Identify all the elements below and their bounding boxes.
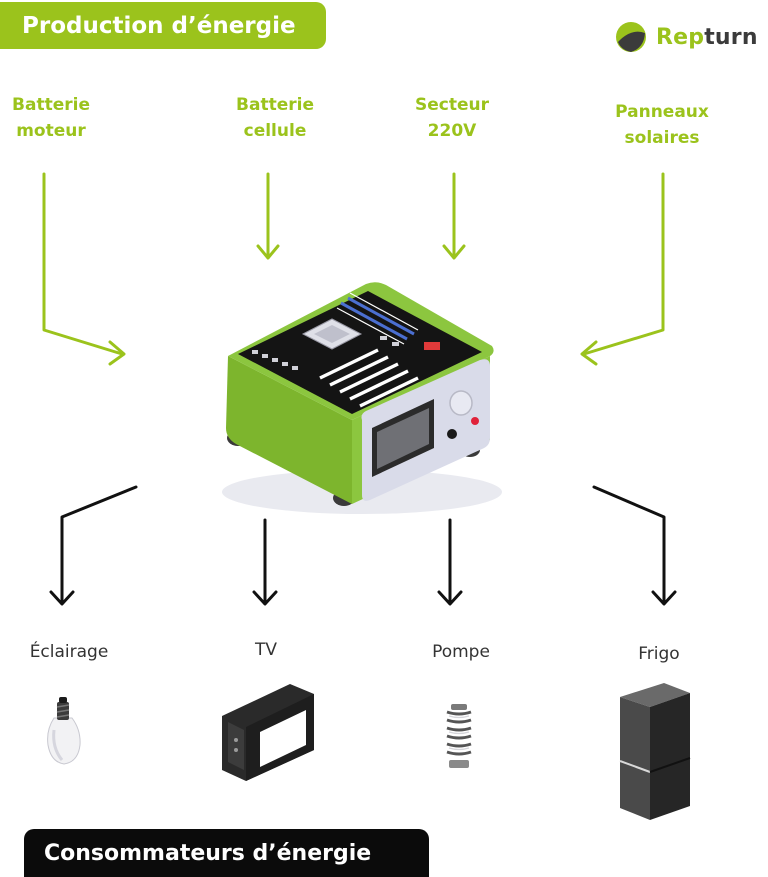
consumer-label-eclairage: Éclairage — [29, 642, 109, 662]
arrow-panneaux-solaires — [580, 172, 665, 366]
source-label-panneaux-solaires: Panneaux solaires — [615, 102, 709, 148]
production-title: Production d’énergie — [22, 12, 296, 39]
source-label-secteur: Secteur 220V — [415, 95, 489, 141]
repturn-logo: Repturn — [614, 20, 758, 54]
arrow-batterie-moteur — [42, 172, 126, 366]
logo-text-rep: Rep — [656, 24, 705, 50]
arrow-to-tv — [252, 518, 278, 606]
pump-icon — [446, 704, 472, 768]
logo-text-turn: turn — [704, 24, 758, 50]
source-label-batterie-cellule: Batterie cellule — [236, 95, 314, 141]
arrow-batterie-cellule — [256, 172, 280, 260]
consumer-label-pompe: Pompe — [432, 642, 490, 662]
arrow-to-frigo — [592, 485, 677, 606]
source-label-batterie-moteur: Batterie moteur — [12, 95, 90, 141]
consumer-label-frigo: Frigo — [638, 644, 680, 664]
energy-converter-device — [222, 282, 502, 514]
arrow-to-pompe — [437, 518, 463, 606]
consumer-label-tv: TV — [254, 640, 277, 660]
tv-icon — [222, 684, 314, 781]
arrow-secteur — [442, 172, 466, 260]
leaf-icon — [616, 22, 646, 52]
production-banner: Production d’énergie — [0, 2, 326, 49]
consommateurs-title: Consommateurs d’énergie — [44, 840, 372, 866]
consommateurs-banner: Consommateurs d’énergie — [24, 829, 429, 877]
light-bulb-icon — [47, 697, 81, 765]
arrow-to-eclairage — [49, 485, 138, 606]
fridge-icon — [619, 683, 691, 820]
